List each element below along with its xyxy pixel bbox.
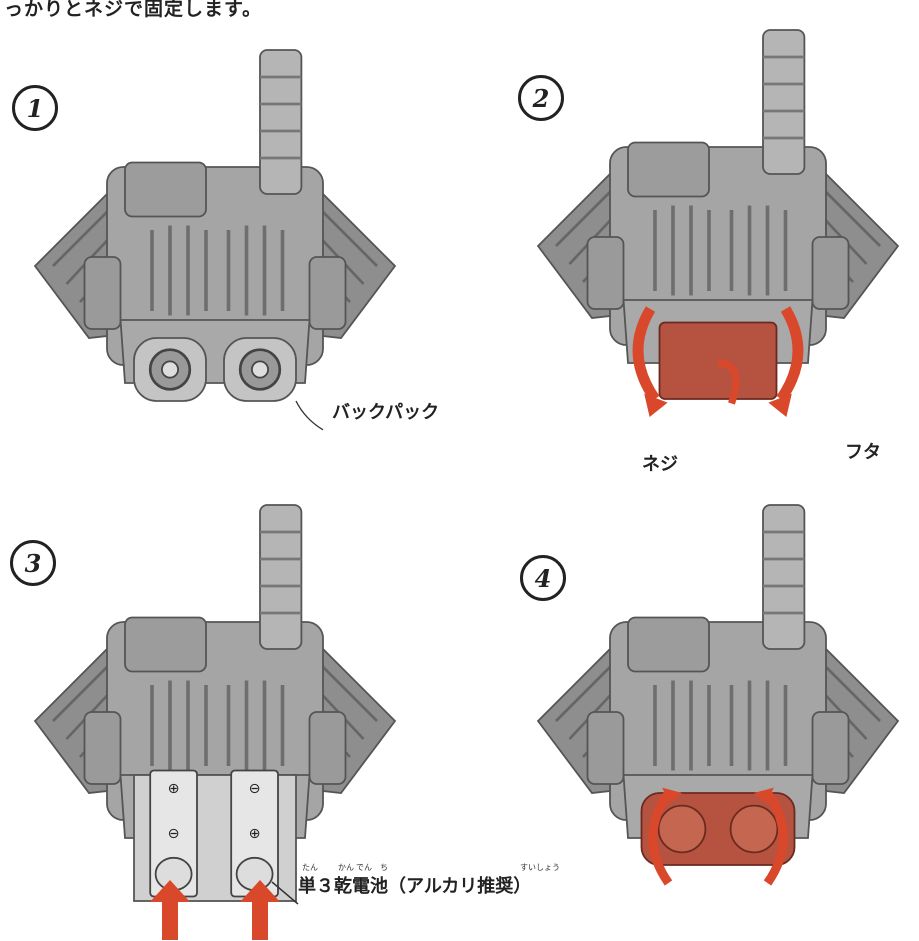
model-illustration-4 [518, 505, 918, 865]
model-illustration-2 [518, 30, 918, 390]
battery-label: 単３乾電池（アルカリ推奨） [298, 872, 531, 898]
lid-label: フタ [845, 438, 881, 464]
model-illustration-3: ⊕ ⊖ ⊖ ⊕ [15, 505, 415, 865]
model-illustration-1 [15, 50, 415, 410]
svg-text:⊖: ⊖ [249, 781, 261, 797]
instruction-text: っかりとネジで固定します。 [4, 0, 262, 21]
screw-label: ネジ [642, 450, 678, 476]
svg-text:⊖: ⊖ [168, 826, 180, 842]
backpack-label: バックパック [332, 398, 439, 424]
svg-text:⊕: ⊕ [168, 781, 180, 797]
svg-text:⊕: ⊕ [249, 826, 261, 842]
insert-arrow-left [150, 880, 190, 940]
